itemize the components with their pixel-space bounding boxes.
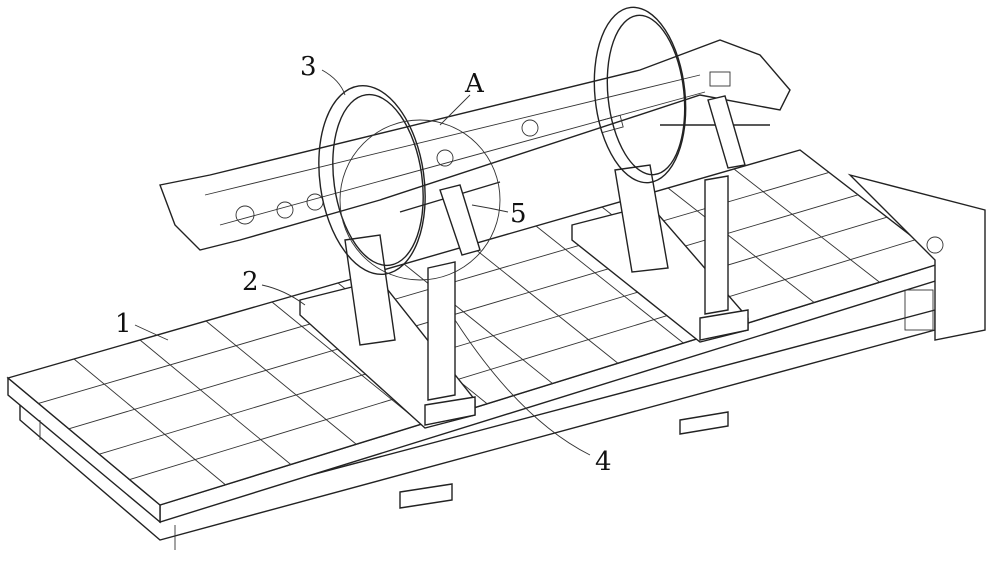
- label-part-1: 1: [115, 309, 132, 339]
- label-part-2: 2: [242, 267, 259, 297]
- label-detail-a: A: [464, 69, 485, 99]
- label-part-5: 5: [510, 199, 527, 229]
- label-part-4: 4: [595, 447, 612, 477]
- label-part-3: 3: [300, 52, 317, 82]
